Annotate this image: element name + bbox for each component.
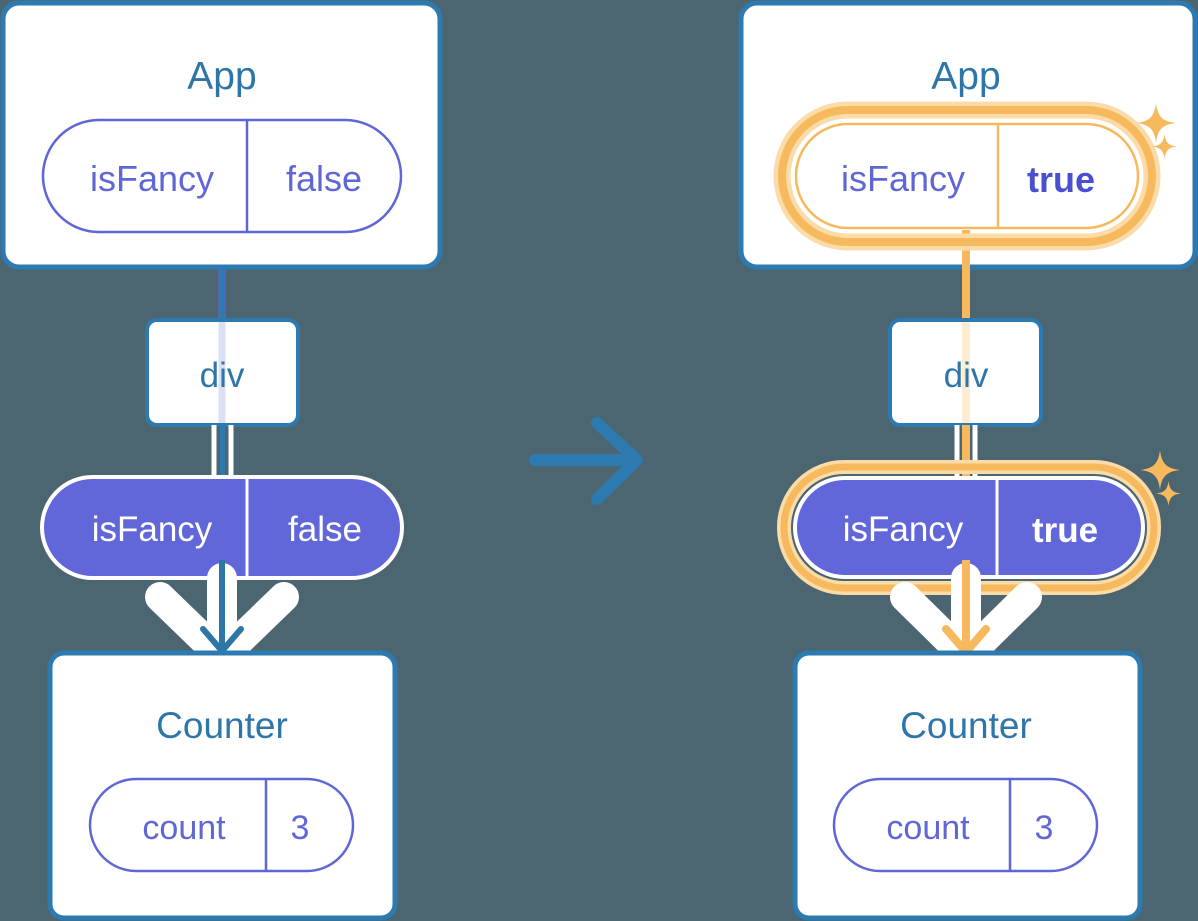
before-div-prop-connector	[211, 425, 234, 482]
before-prop-name: isFancy	[92, 510, 213, 549]
after-div-label: div	[944, 356, 989, 395]
before-counter-state-value: 3	[291, 809, 310, 847]
before-diagram: App isFancy false div isFancy false	[0, 0, 443, 921]
after-prop-sparkle-large-icon	[1140, 450, 1180, 490]
after-counter-state-name: count	[886, 809, 970, 847]
after-app-title: App	[931, 55, 1000, 98]
after-counter-state-value: 3	[1035, 809, 1054, 847]
after-app-state-value: true	[1027, 159, 1095, 200]
after-app-state-pill-glow	[773, 101, 1161, 251]
before-app-state-name: isFancy	[90, 158, 214, 199]
after-counter-title: Counter	[900, 705, 1032, 746]
before-app-title: App	[187, 55, 256, 98]
before-counter-state-name: count	[142, 809, 226, 847]
before-div-label: div	[200, 356, 245, 395]
after-app-state-pill[interactable]	[794, 122, 1140, 230]
before-prop-value: false	[288, 510, 362, 549]
after-prop-name: isFancy	[843, 510, 964, 549]
after-counter-state-pill[interactable]	[832, 777, 1099, 873]
before-app-state-pill[interactable]	[41, 118, 403, 234]
before-app-state-value: false	[286, 158, 362, 199]
transition-arrow-icon	[529, 417, 643, 505]
before-counter-state-pill[interactable]	[88, 777, 355, 873]
before-counter-title: Counter	[156, 705, 288, 746]
after-diagram: App isFancy true div	[738, 0, 1198, 921]
after-prop-value: true	[1032, 511, 1098, 550]
after-app-state-name: isFancy	[841, 158, 965, 199]
